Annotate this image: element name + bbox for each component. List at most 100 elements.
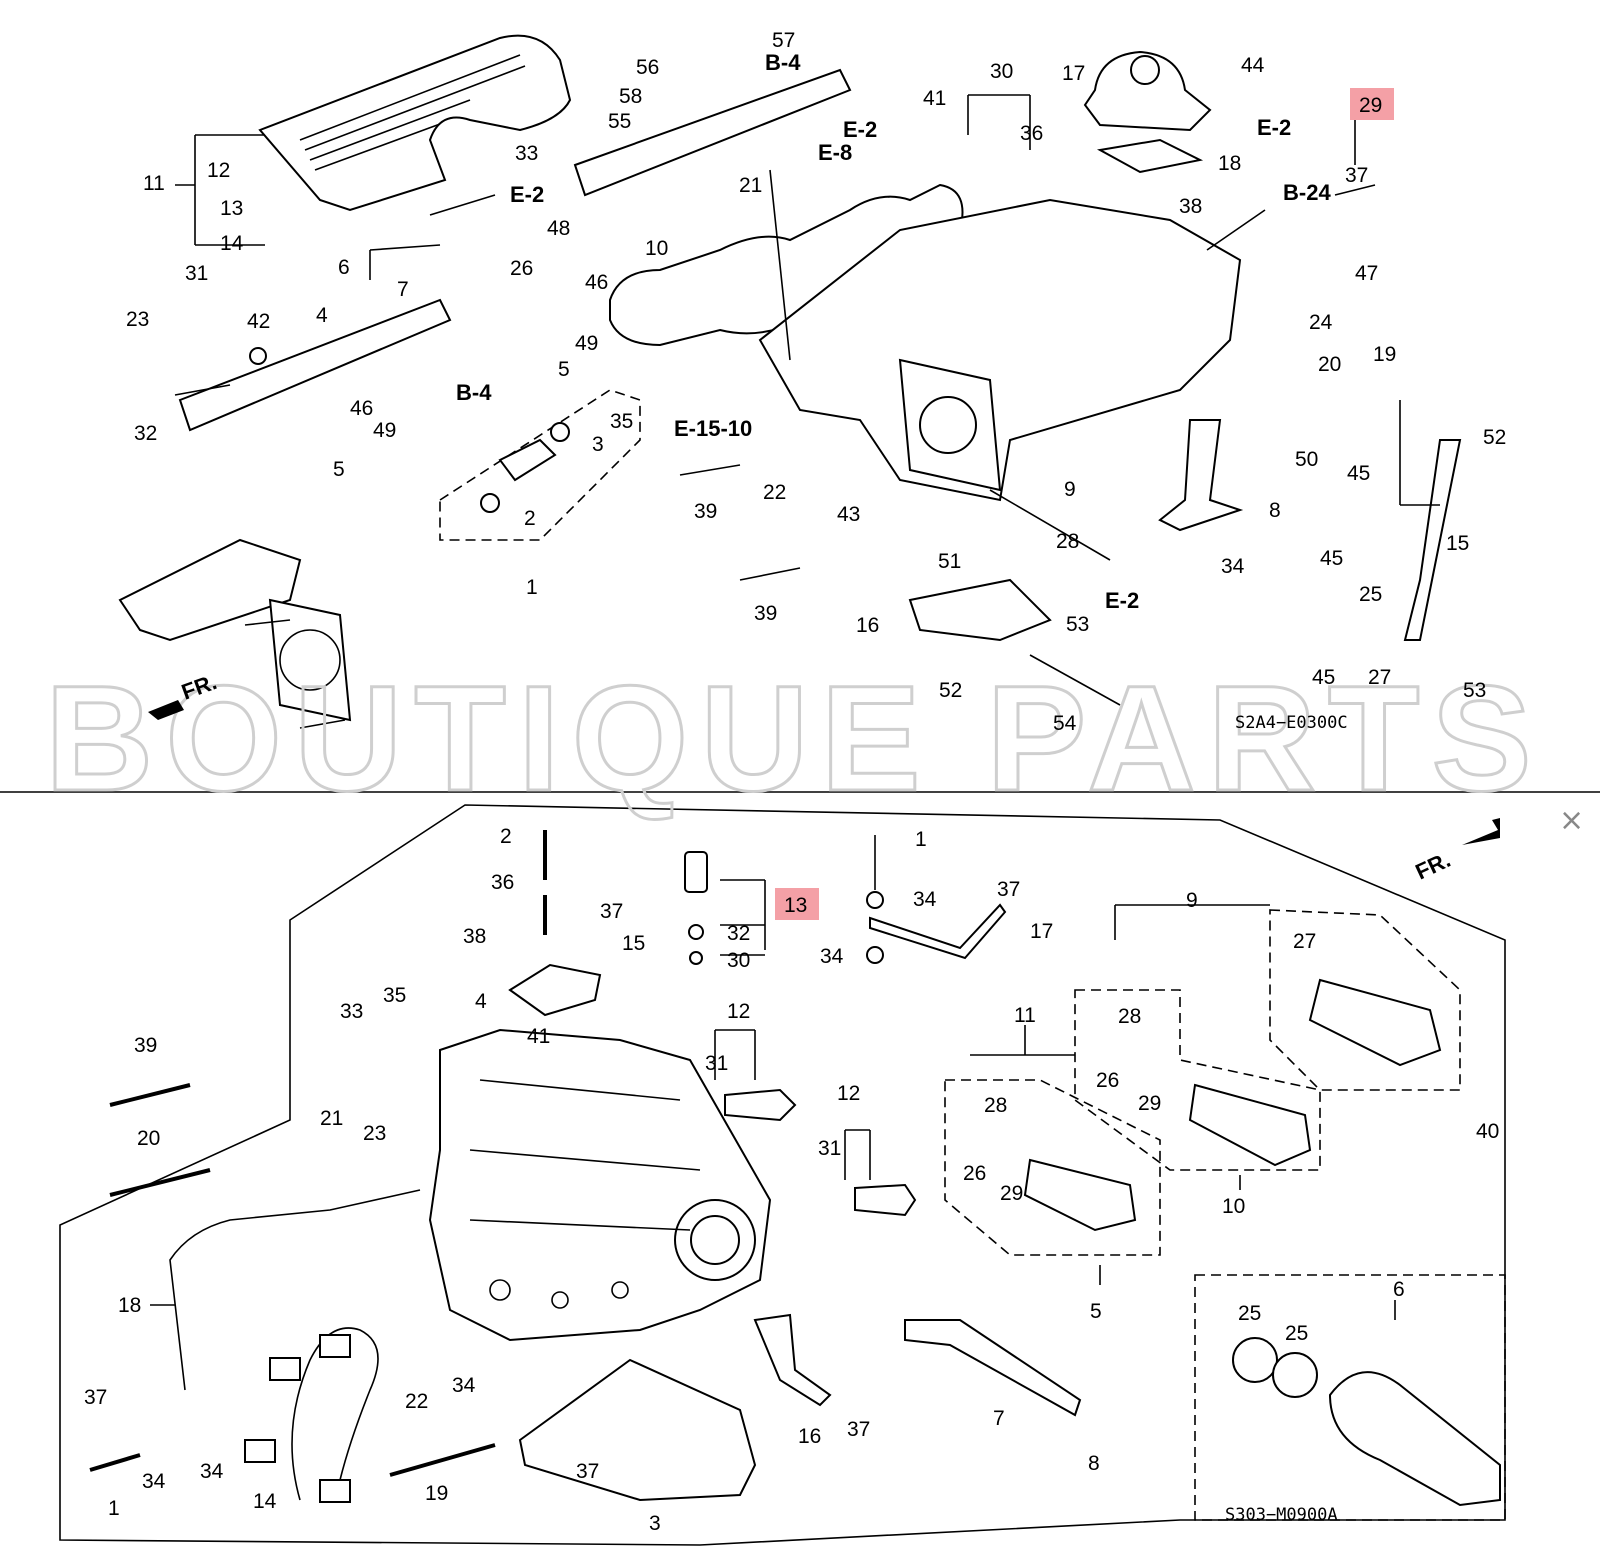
callout[interactable]: 58	[619, 85, 642, 108]
callout[interactable]: 34	[200, 1460, 224, 1483]
callout[interactable]: 1	[915, 828, 927, 851]
callout[interactable]: 50	[1295, 448, 1318, 471]
callout[interactable]: 16	[856, 614, 879, 637]
callout[interactable]: 2	[524, 507, 536, 530]
callout[interactable]: 2	[500, 825, 512, 848]
callout[interactable]: 26	[1096, 1069, 1119, 1092]
callout[interactable]: 37	[997, 878, 1020, 901]
callout[interactable]: 37	[84, 1386, 107, 1409]
callout[interactable]: 27	[1368, 666, 1391, 689]
callout[interactable]: 24	[1309, 311, 1333, 334]
callout[interactable]: 5	[333, 458, 345, 481]
callout[interactable]: 1	[526, 576, 538, 599]
callout[interactable]: 9	[1064, 478, 1076, 501]
callout[interactable]: 54	[1053, 712, 1077, 735]
callout[interactable]: 37	[1345, 164, 1368, 187]
callout[interactable]: 17	[1030, 920, 1053, 943]
callout[interactable]: 9	[1186, 889, 1198, 912]
callout[interactable]: 41	[923, 87, 946, 110]
callout[interactable]: 3	[649, 1512, 661, 1535]
callout[interactable]: 46	[585, 271, 608, 294]
callout[interactable]: 31	[818, 1137, 841, 1160]
callout[interactable]: 23	[126, 308, 149, 331]
callout[interactable]: 37	[600, 900, 623, 923]
callout[interactable]: 14	[220, 232, 244, 255]
callout[interactable]: 37	[576, 1460, 599, 1483]
callout[interactable]: 27	[1293, 930, 1316, 953]
callout[interactable]: 43	[837, 503, 860, 526]
callout[interactable]: 39	[134, 1034, 157, 1057]
callout[interactable]: 46	[350, 397, 373, 420]
callout[interactable]: 15	[1446, 532, 1469, 555]
callout[interactable]: 38	[463, 925, 486, 948]
callout[interactable]: 22	[405, 1390, 428, 1413]
callout[interactable]: 14	[253, 1490, 277, 1513]
callout[interactable]: 6	[338, 256, 350, 279]
callout[interactable]: 8	[1269, 499, 1281, 522]
callout[interactable]: 16	[798, 1425, 821, 1448]
callout[interactable]: 52	[939, 679, 962, 702]
callout[interactable]: 23	[363, 1122, 386, 1145]
callout[interactable]: 4	[475, 990, 487, 1013]
callout[interactable]: 29	[1138, 1092, 1161, 1115]
callout[interactable]: 22	[763, 481, 786, 504]
ref-label[interactable]: E-15-10	[674, 416, 752, 441]
callout[interactable]: 1	[108, 1497, 120, 1520]
ref-label[interactable]: B-24	[1283, 180, 1331, 205]
callout[interactable]: 7	[993, 1407, 1005, 1430]
callout[interactable]: 28	[1056, 530, 1079, 553]
callout[interactable]: 20	[137, 1127, 160, 1150]
callout[interactable]: 6	[1393, 1278, 1405, 1301]
callout[interactable]: 18	[1218, 152, 1241, 175]
callout[interactable]: 13	[220, 197, 243, 220]
callout[interactable]: 45	[1320, 547, 1343, 570]
callout[interactable]: 26	[963, 1162, 986, 1185]
callout[interactable]: 15	[622, 932, 645, 955]
highlighted-callout-top[interactable]: 29	[1359, 94, 1382, 117]
callout[interactable]: 45	[1312, 666, 1335, 689]
callout[interactable]: 44	[1241, 54, 1265, 77]
callout[interactable]: 37	[847, 1418, 870, 1441]
callout[interactable]: 21	[739, 174, 762, 197]
callout[interactable]: 30	[727, 949, 750, 972]
callout[interactable]: 18	[118, 1294, 141, 1317]
ref-label[interactable]: E-2	[510, 182, 544, 207]
callout[interactable]: 28	[984, 1094, 1007, 1117]
callout[interactable]: 53	[1463, 679, 1486, 702]
callout[interactable]: 32	[134, 422, 157, 445]
callout[interactable]: 35	[610, 410, 633, 433]
callout[interactable]: 36	[1020, 122, 1043, 145]
callout[interactable]: 25	[1238, 1302, 1261, 1325]
callout[interactable]: 47	[1355, 262, 1378, 285]
callout[interactable]: 11	[1014, 1004, 1036, 1027]
callout[interactable]: 28	[1118, 1005, 1141, 1028]
callout[interactable]: 12	[727, 1000, 750, 1023]
callout[interactable]: 34	[1221, 555, 1245, 578]
callout[interactable]: 5	[558, 358, 570, 381]
callout[interactable]: 12	[837, 1082, 860, 1105]
callout[interactable]: 34	[913, 888, 937, 911]
callout[interactable]: 31	[705, 1052, 728, 1075]
callout[interactable]: 33	[515, 142, 538, 165]
callout[interactable]: 45	[1347, 462, 1370, 485]
callout[interactable]: 21	[320, 1107, 343, 1130]
callout[interactable]: 57	[772, 29, 795, 52]
callout[interactable]: 26	[510, 257, 533, 280]
callout[interactable]: 51	[938, 550, 961, 573]
callout[interactable]: 12	[207, 159, 230, 182]
callout[interactable]: 38	[1179, 195, 1202, 218]
callout[interactable]: 25	[1285, 1322, 1308, 1345]
callout[interactable]: 49	[575, 332, 598, 355]
callout[interactable]: 7	[397, 278, 409, 301]
close-icon[interactable]: ×	[1559, 803, 1584, 838]
ref-label[interactable]: B-4	[765, 50, 801, 75]
callout[interactable]: 34	[820, 945, 844, 968]
callout[interactable]: 4	[316, 304, 328, 327]
callout[interactable]: 36	[491, 871, 514, 894]
callout[interactable]: 3	[592, 433, 604, 456]
callout[interactable]: 40	[1476, 1120, 1499, 1143]
callout[interactable]: 20	[1318, 353, 1341, 376]
callout[interactable]: 31	[185, 262, 208, 285]
ref-label[interactable]: B-4	[456, 380, 492, 405]
callout[interactable]: 49	[373, 419, 396, 442]
